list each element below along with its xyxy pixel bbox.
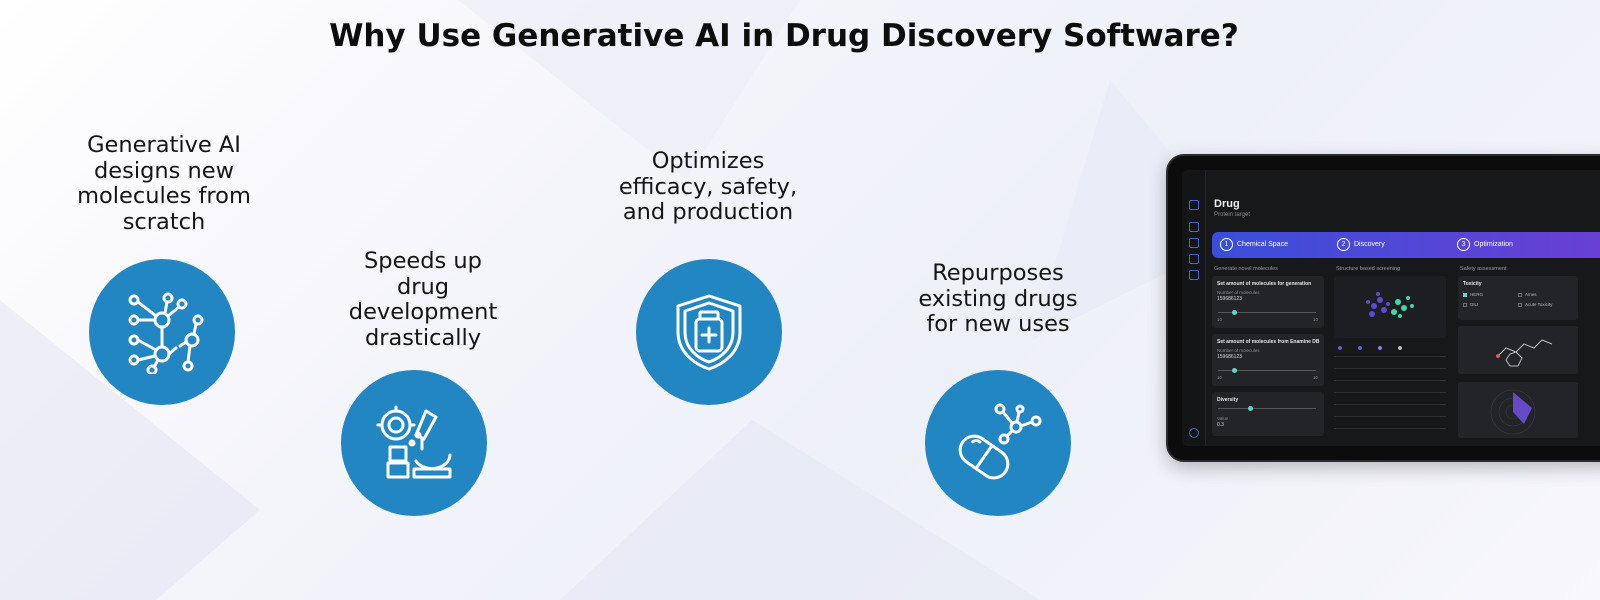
table-row[interactable] <box>1334 416 1446 417</box>
feature-design-circle <box>89 259 235 405</box>
table-row[interactable] <box>1334 428 1446 429</box>
table-row[interactable] <box>1334 404 1446 405</box>
pill-icon[interactable] <box>1189 254 1199 264</box>
step-label: Discovery <box>1354 241 1385 248</box>
card-value[interactable]: 0.3 <box>1217 422 1224 428</box>
toxicity-option[interactable]: Acute Toxicity <box>1518 302 1552 307</box>
toxicity-option[interactable]: Ames <box>1518 292 1537 297</box>
feature-repurpose-circle <box>925 370 1071 516</box>
feature-line: designs new <box>93 157 235 184</box>
molecule-preview <box>1458 326 1578 374</box>
table-row[interactable] <box>1334 380 1446 381</box>
step-number: 1 <box>1220 238 1233 251</box>
card-label: Value <box>1217 416 1229 421</box>
feature-line: existing drugs <box>918 285 1078 312</box>
capsule-molecule-icon <box>958 403 1042 480</box>
generation-card: Set amount of molecules for generation N… <box>1212 276 1324 328</box>
document-icon[interactable] <box>1189 200 1199 210</box>
app-subtitle: Protein target <box>1214 212 1251 218</box>
app-title: Drug <box>1214 198 1240 210</box>
feature-optimize-circle <box>636 259 782 405</box>
page-title: Why Use Generative AI in Drug Discovery … <box>329 18 1239 54</box>
feature-line: Repurposes <box>932 260 1064 286</box>
toxicity-option[interactable]: DILI <box>1463 302 1478 307</box>
table-row[interactable] <box>1334 392 1446 393</box>
feature-line: scratch <box>122 208 206 235</box>
feature-line: drug <box>396 273 450 300</box>
toxicity-card: Toxicity HERG Ames DILI Acute Toxicity <box>1458 276 1578 320</box>
step-number: 3 <box>1457 238 1470 251</box>
step-chemical-space[interactable]: 1 Chemical Space <box>1220 238 1288 251</box>
slider-max: 10 <box>1312 317 1318 322</box>
card-title: Diversity <box>1217 397 1239 403</box>
diversity-card: Diversity Value 0.3 <box>1212 392 1324 436</box>
generation-slider[interactable] <box>1218 310 1316 315</box>
enamine-slider[interactable] <box>1218 368 1316 373</box>
table-row[interactable] <box>1334 356 1446 357</box>
card-title: Toxicity <box>1463 281 1482 287</box>
feature-line: Optimizes <box>651 148 765 174</box>
toxicity-option[interactable]: HERG <box>1463 292 1483 297</box>
card-label: Number of molecules <box>1217 290 1260 295</box>
legend-dot <box>1358 346 1362 350</box>
feature-line: Speeds up <box>364 248 482 274</box>
feature-line: for new uses <box>926 311 1070 337</box>
tablet-mockup: Drug Protein target 1 Chemical Space 2 D… <box>1166 154 1600 462</box>
feature-optimize-text: Optimizes efficacy, safety, and producti… <box>598 148 818 226</box>
slider-max: 10 <box>1312 375 1318 380</box>
app-sidebar <box>1182 170 1206 446</box>
card-title: Set amount of molecules for generation <box>1217 281 1312 287</box>
column-header: Safety assessment <box>1460 266 1507 272</box>
radar-chart-graphic <box>1490 389 1536 435</box>
enamine-card: Set amount of molecules from Enamine DB … <box>1212 334 1324 386</box>
feature-line: molecules from <box>77 183 251 209</box>
molecule-network-icon <box>128 292 204 374</box>
step-optimization[interactable]: 3 Optimization <box>1457 238 1513 251</box>
diversity-slider[interactable] <box>1218 406 1316 411</box>
molecule-icon[interactable] <box>1189 222 1199 232</box>
table-row[interactable] <box>1334 368 1446 369</box>
molecule-structure-icon <box>1496 339 1553 367</box>
column-header: Structure based screening <box>1336 266 1401 272</box>
step-label: Chemical Space <box>1237 241 1288 248</box>
legend-dot <box>1378 346 1382 350</box>
card-title: Set amount of molecules from Enamine DB <box>1217 339 1320 345</box>
radar-chart <box>1458 382 1578 438</box>
feature-repurpose-text: Repurposes existing drugs for new uses <box>888 260 1108 338</box>
feature-line: efficacy, safety, <box>618 173 798 200</box>
protein-3d-render <box>1366 292 1414 318</box>
slider-min: 10 <box>1217 375 1223 380</box>
feature-speed-circle <box>341 370 487 516</box>
step-number: 2 <box>1337 238 1350 251</box>
feature-line: and production <box>622 199 794 225</box>
chart-icon[interactable] <box>1189 238 1199 248</box>
step-label: Optimization <box>1474 241 1513 248</box>
feature-speed-text: Speeds up drug development drastically <box>318 248 528 351</box>
legend-dot <box>1398 346 1402 350</box>
flask-icon[interactable] <box>1189 270 1199 280</box>
feature-line: development <box>348 299 498 325</box>
legend-dot <box>1338 346 1342 350</box>
card-label: Number of molecules <box>1217 348 1260 353</box>
medicine-shield-icon <box>676 294 742 371</box>
feature-line: Generative AI <box>87 132 241 158</box>
step-progress-bar: 1 Chemical Space 2 Discovery 3 Optimizat… <box>1212 232 1600 258</box>
protein-structure <box>1334 276 1446 338</box>
feature-design-text: Generative AI designs new molecules from… <box>54 132 274 235</box>
step-discovery[interactable]: 2 Discovery <box>1337 238 1385 251</box>
feature-line: drastically <box>364 324 482 351</box>
settings-icon[interactable] <box>1189 428 1199 438</box>
card-value[interactable]: 159686123 <box>1217 354 1243 360</box>
lab-microscope-icon <box>376 405 452 479</box>
slider-min: 10 <box>1217 317 1223 322</box>
card-value[interactable]: 159686123 <box>1217 296 1243 302</box>
app-screen: Drug Protein target 1 Chemical Space 2 D… <box>1182 170 1600 446</box>
column-header: Generate novel molecules <box>1214 266 1278 272</box>
